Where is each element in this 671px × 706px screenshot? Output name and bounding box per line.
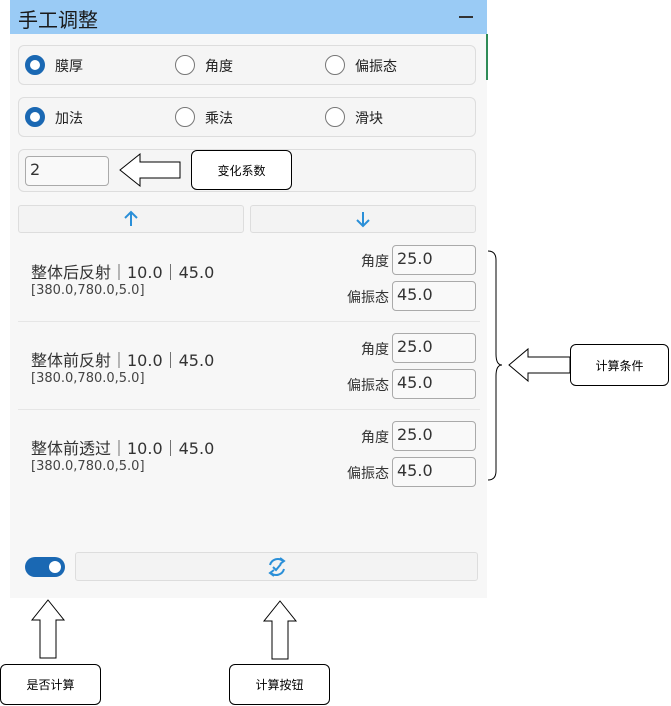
brace-icon [487, 250, 503, 481]
polarization-label: 偏振态 [347, 466, 389, 482]
polarization-input[interactable]: 45.0 [392, 281, 476, 311]
operation-radio-group [18, 97, 476, 137]
arrow-up-icon [124, 210, 138, 226]
toggle-knob [49, 561, 61, 573]
polarization-input[interactable]: 45.0 [392, 369, 476, 399]
minimize-button[interactable] [459, 16, 473, 18]
angle-input[interactable]: 25.0 [392, 333, 476, 363]
side-accent-line [486, 34, 488, 80]
decrease-button[interactable] [250, 205, 476, 233]
callout-calculate-button: 计算按钮 [229, 664, 330, 705]
item-title: 整体前透过｜10.0｜45.0 [31, 439, 215, 458]
radio-add[interactable] [25, 107, 45, 127]
radio-angle[interactable] [175, 55, 195, 75]
radio-label-film-thickness: 膜厚 [55, 59, 83, 75]
item-title: 整体前反射｜10.0｜45.0 [31, 351, 215, 370]
refresh-check-icon [267, 556, 286, 577]
radio-slider[interactable] [325, 107, 345, 127]
radio-label-slider: 滑块 [355, 111, 383, 127]
window-title: 手工调整 [18, 8, 98, 32]
left-arrow-callout-icon [119, 152, 181, 188]
callout-toggle: 是否计算 [0, 664, 101, 705]
item-title: 整体后反射｜10.0｜45.0 [31, 263, 215, 282]
arrow-down-icon [356, 212, 370, 228]
item-range: [380.0,780.0,5.0] [31, 459, 145, 474]
radio-multiply[interactable] [175, 107, 195, 127]
item-range: [380.0,780.0,5.0] [31, 283, 145, 298]
callout-conditions: 计算条件 [570, 344, 669, 386]
item-divider [18, 409, 480, 410]
angle-label: 角度 [361, 430, 389, 446]
angle-label: 角度 [361, 342, 389, 358]
radio-polarization[interactable] [325, 55, 345, 75]
radio-label-polarization: 偏振态 [355, 59, 397, 75]
up-arrow-callout-icon [262, 600, 298, 660]
item-divider [18, 321, 480, 322]
polarization-label: 偏振态 [347, 378, 389, 394]
radio-label-multiply: 乘法 [205, 111, 233, 127]
radio-film-thickness[interactable] [25, 55, 45, 75]
calculate-toggle[interactable] [25, 557, 65, 577]
calculate-button[interactable] [75, 552, 478, 581]
radio-label-angle: 角度 [205, 59, 233, 75]
angle-input[interactable]: 25.0 [392, 421, 476, 451]
angle-label: 角度 [361, 254, 389, 270]
coefficient-input[interactable]: 2 [25, 156, 109, 186]
callout-coefficient: 变化系数 [191, 150, 292, 190]
radio-label-add: 加法 [55, 111, 83, 127]
item-range: [380.0,780.0,5.0] [31, 371, 145, 386]
left-arrow-callout-icon [508, 347, 571, 383]
polarization-input[interactable]: 45.0 [392, 457, 476, 487]
up-arrow-callout-icon [30, 599, 66, 659]
angle-input[interactable]: 25.0 [392, 245, 476, 275]
mode-radio-group [18, 45, 476, 85]
increase-button[interactable] [18, 205, 244, 233]
title-bar: 手工调整 [10, 0, 487, 34]
polarization-label: 偏振态 [347, 290, 389, 306]
